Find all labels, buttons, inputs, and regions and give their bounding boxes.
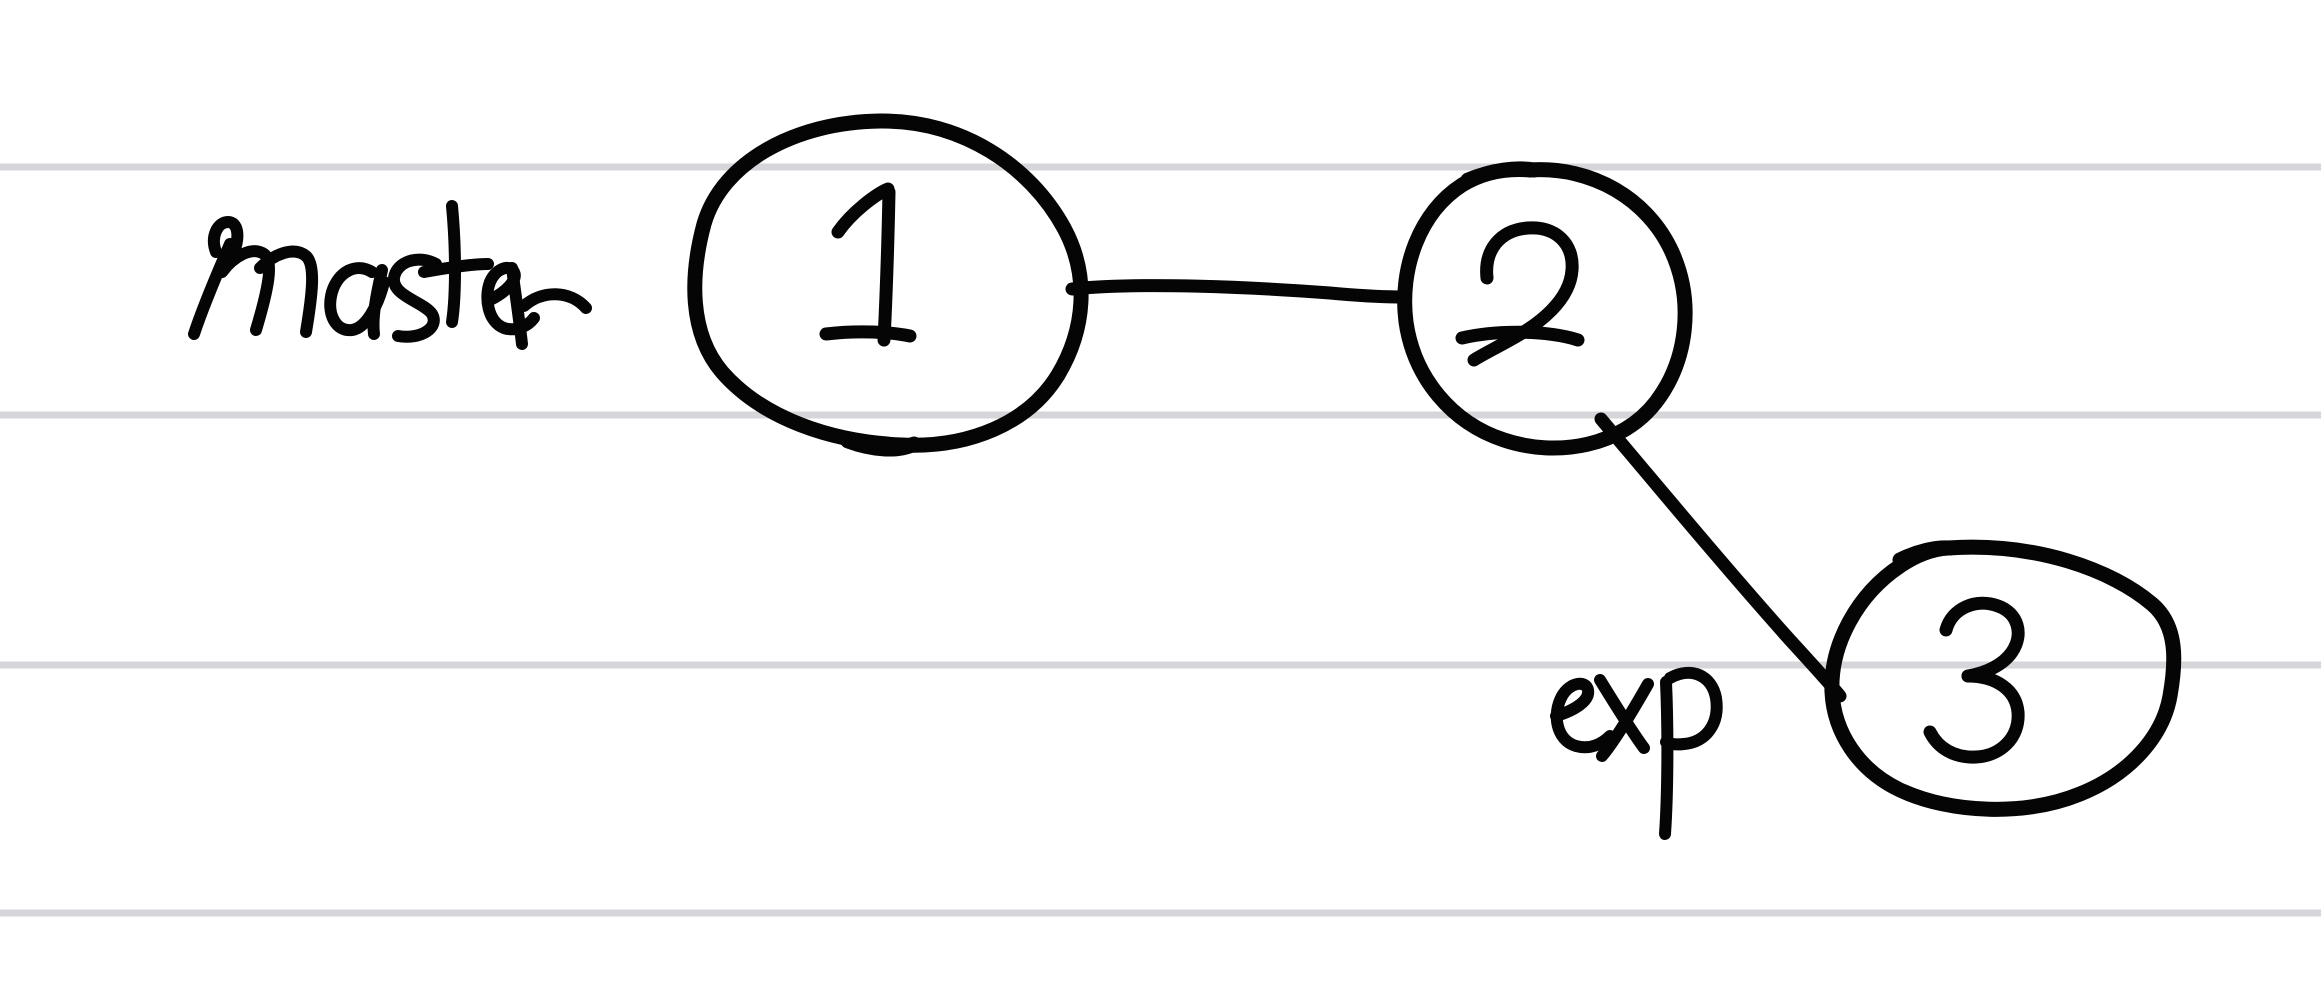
node-1[interactable]: [687, 113, 1089, 457]
node-1-digit: [819, 182, 917, 347]
node-3-digit: [1923, 596, 2025, 764]
edge-node1-node2: [1065, 279, 1411, 304]
node-2[interactable]: [1397, 161, 1693, 456]
edge-node2-node3: [1594, 412, 1847, 703]
branch-label-exp: [1550, 666, 1723, 840]
ruled-lines-group: [0, 163, 2321, 917]
node-2-digit: [1455, 221, 1585, 367]
node-3[interactable]: [1824, 539, 2182, 817]
branch-label-master: [188, 200, 592, 350]
